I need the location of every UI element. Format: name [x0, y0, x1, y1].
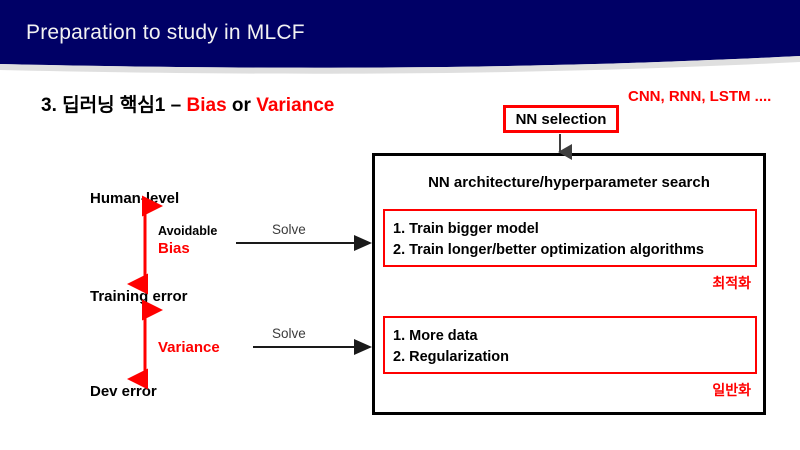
banner-shape: [0, 0, 800, 74]
variance-label: Variance: [158, 339, 220, 356]
heading-term-bias: Bias: [186, 95, 227, 116]
solve-label-bias: Solve: [272, 222, 306, 237]
label-dev-error: Dev error: [90, 383, 157, 400]
regularization-caption: 일반화: [712, 382, 751, 398]
nn-search-box: NN architecture/hyperparameter search 1.…: [372, 153, 766, 415]
bias-label: Bias: [158, 240, 190, 257]
label-human-level: Human-level: [90, 190, 180, 207]
nn-selection-box: NN selection: [503, 105, 619, 133]
banner-title: Preparation to study in MLCF: [26, 21, 305, 44]
regularization-item-1: 1. More data: [393, 328, 478, 344]
label-training-error: Training error: [90, 288, 188, 305]
page-title: 3. 딥러닝 핵심1 – Bias or Variance: [41, 90, 334, 117]
nn-selection-label: NN selection: [515, 110, 607, 128]
solve-label-variance: Solve: [272, 326, 306, 341]
nn-search-box-title: NN architecture/hyperparameter search: [428, 174, 710, 191]
nn-types-note: CNN, RNN, LSTM ....: [628, 88, 772, 105]
slide-banner: Preparation to study in MLCF: [0, 0, 800, 78]
optimization-item-2: 2. Train longer/better optimization algo…: [393, 242, 704, 258]
regularization-item-2: 2. Regularization: [393, 349, 510, 365]
optimization-actions-box: 1. Train bigger model 2. Train longer/be…: [383, 209, 757, 267]
optimization-caption: 최적화: [712, 275, 751, 291]
heading-prefix: 3. 딥러닝 핵심1 –: [41, 95, 187, 116]
avoidable-label: Avoidable: [158, 224, 218, 238]
optimization-item-1: 1. Train bigger model: [393, 221, 539, 237]
heading-conjunction: or: [226, 95, 257, 116]
regularization-actions-box: 1. More data 2. Regularization: [383, 316, 757, 374]
heading-term-variance: Variance: [256, 95, 335, 116]
